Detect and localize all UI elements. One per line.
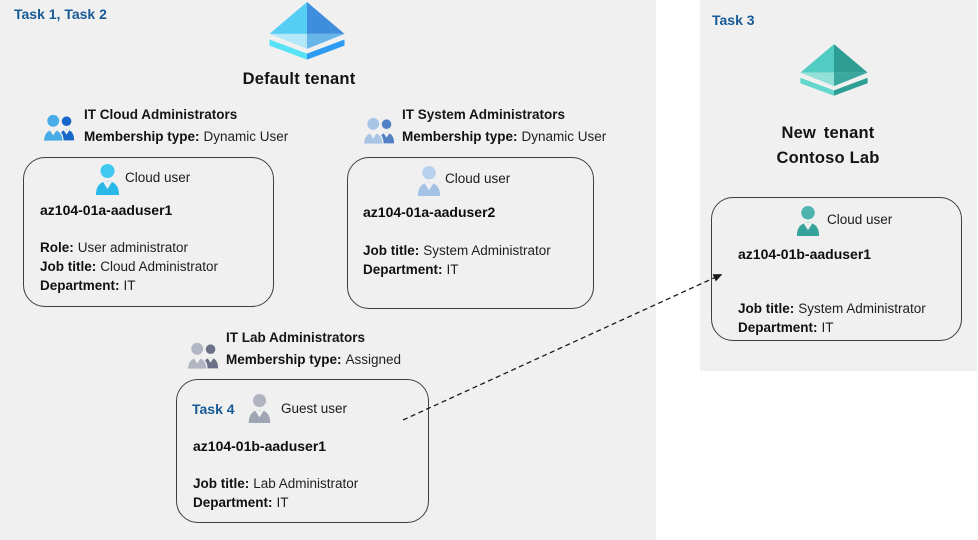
user-field: Department:IT xyxy=(363,262,459,277)
group-icon xyxy=(363,116,395,145)
cloud-user-icon xyxy=(796,205,820,236)
group-icon xyxy=(43,113,75,142)
user-name: az104-01a-aaduser1 xyxy=(40,202,173,218)
user-field: Job title:System Administrator xyxy=(363,243,551,258)
default-tenant-panel xyxy=(0,0,656,540)
user-card: Cloud user az104-01a-aaduser1 Role:User … xyxy=(23,157,274,307)
task-1-2-label: Task 1, Task 2 xyxy=(14,6,107,22)
user-card: Cloud user az104-01a-aaduser2 Job title:… xyxy=(347,157,594,309)
cloud-user-icon xyxy=(96,164,119,195)
group-icon xyxy=(187,341,219,370)
user-field: Department:IT xyxy=(738,320,834,335)
user-field: Job title:Cloud Administrator xyxy=(40,259,219,274)
user-name: az104-01b-aaduser1 xyxy=(193,438,327,454)
user-field: Role:User administrator xyxy=(40,240,189,255)
user-card: Cloud user az104-01b-aaduser1 Job title:… xyxy=(711,197,962,341)
user-name: az104-01b-aaduser1 xyxy=(738,246,872,262)
task-3-label: Task 3 xyxy=(712,12,755,28)
group-name: IT Cloud Administrators xyxy=(84,107,238,122)
user-field: Job title:System Administrator xyxy=(738,301,926,316)
task-4-label: Task 4 xyxy=(192,401,235,417)
guest-user-icon xyxy=(248,393,271,423)
group-membership: Membership type:Dynamic User xyxy=(84,129,289,144)
default-tenant-icon xyxy=(269,2,345,60)
user-type-label: Cloud user xyxy=(125,170,191,185)
user-name: az104-01a-aaduser2 xyxy=(363,204,496,220)
new-tenant-icon xyxy=(800,44,868,96)
user-field: Job title:Lab Administrator xyxy=(193,476,359,491)
user-type-label: Guest user xyxy=(281,401,348,416)
group-name: IT System Administrators xyxy=(402,107,566,122)
user-field: Department:IT xyxy=(40,278,136,293)
default-tenant-title: Default tenant xyxy=(242,70,356,88)
group-membership: Membership type:Dynamic User xyxy=(402,129,607,144)
group-name: IT Lab Administrators xyxy=(226,330,366,345)
new-tenant-title-line1: New tenant xyxy=(781,124,875,142)
user-field: Department:IT xyxy=(193,495,289,510)
group-membership: Membership type:Assigned xyxy=(226,352,402,367)
guest-user-card: Task 4 Guest user az104-01b-aaduser1 Job… xyxy=(176,379,429,523)
new-tenant-title-line2: Contoso Lab xyxy=(776,149,880,167)
user-type-label: Cloud user xyxy=(445,171,511,186)
user-type-label: Cloud user xyxy=(827,212,893,227)
cloud-user-icon xyxy=(417,165,441,196)
